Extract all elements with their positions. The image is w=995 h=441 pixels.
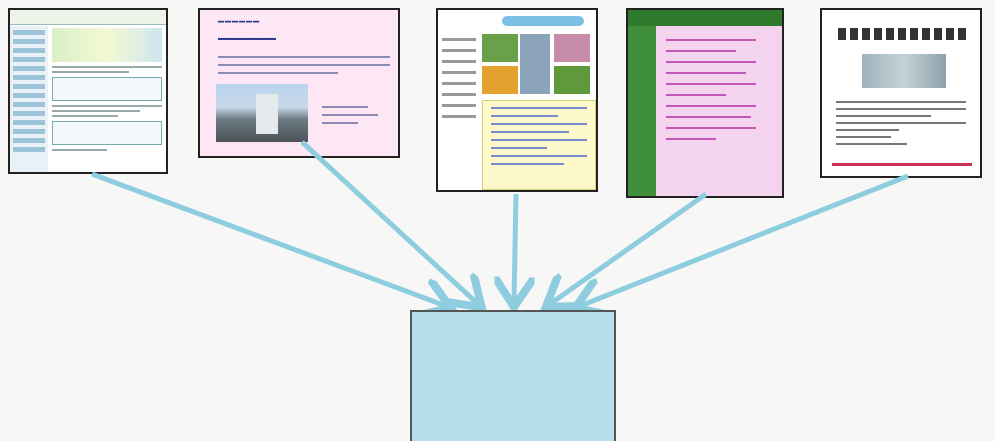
flower-photo (554, 34, 590, 62)
building-photo (520, 34, 550, 94)
content-panel (482, 100, 596, 190)
flower-photo (482, 66, 518, 94)
page-title (838, 28, 968, 40)
institute-building-photo (862, 54, 946, 88)
photo-grid (482, 34, 596, 96)
arrow-2 (300, 140, 478, 304)
text-line (218, 56, 390, 58)
text-line (218, 72, 338, 74)
aggregation-target-box (410, 310, 616, 441)
source-page-2-thumbnail: ━━━━━━ ━━━━━━━━ (198, 8, 400, 158)
green-header (628, 10, 782, 26)
source-page-4-thumbnail (626, 8, 784, 198)
arrow-3 (514, 193, 516, 302)
arrow-1 (91, 171, 446, 306)
content-lines (628, 10, 782, 140)
source-page-5-thumbnail (820, 8, 982, 178)
text-line (218, 64, 390, 66)
sidebar (10, 26, 48, 172)
text-line (322, 106, 368, 108)
main-content (52, 28, 162, 168)
content-lines (822, 10, 980, 145)
info-box (52, 121, 162, 145)
info-box (52, 77, 162, 101)
footer-link (832, 163, 972, 166)
page-header (10, 10, 166, 25)
text-line (322, 122, 358, 124)
plant-photo (554, 66, 590, 94)
arrow-5 (580, 173, 909, 306)
page-title-line-1: ━━━━━━ (218, 17, 261, 28)
green-sidebar (628, 10, 656, 196)
sidebar-nav (442, 30, 476, 126)
banner-image (52, 28, 162, 62)
text-line (322, 114, 378, 116)
hospital-building-photo (216, 84, 308, 142)
page-title-line-2: ━━━━━━━━ (218, 32, 276, 46)
source-page-1-thumbnail (8, 8, 168, 174)
source-page-3-thumbnail (436, 8, 598, 192)
header-banner (502, 16, 584, 26)
plant-photo (482, 34, 518, 62)
